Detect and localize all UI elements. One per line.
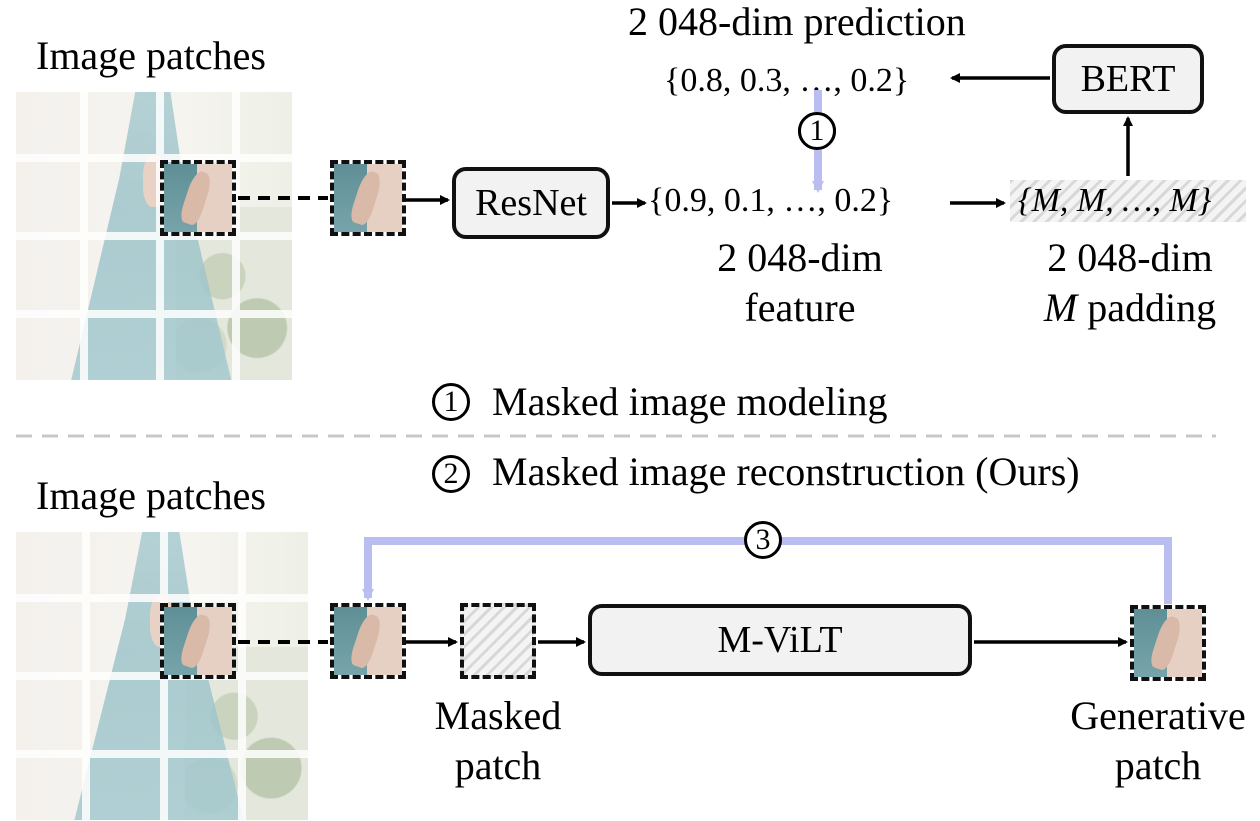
resnet-box: ResNet xyxy=(452,167,610,239)
masked-patch-label-line2: patch xyxy=(454,743,542,788)
legend-item2-text: Masked image reconstruction (Ours) xyxy=(492,449,1080,494)
prediction-label: 2 048-dim prediction xyxy=(628,0,966,44)
resnet-label: ResNet xyxy=(475,182,587,224)
mvilt-box: M-ViLT xyxy=(588,604,972,676)
bottom-image-patches-label: Image patches xyxy=(36,473,266,518)
legend-item1-number: 1 xyxy=(432,383,470,421)
masked-patch-label-line1: Masked xyxy=(434,693,562,738)
top-selected-patch xyxy=(160,160,236,236)
legend-item1-text: Masked image modeling xyxy=(492,379,888,424)
bottom-selected-patch xyxy=(160,603,236,679)
generative-patch-label-line2: patch xyxy=(1114,743,1202,788)
feature-vector: {0.9, 0.1, …, 0.2} xyxy=(648,182,894,219)
padding-label-rest: padding xyxy=(1077,285,1217,330)
padding-m-italic: M xyxy=(1043,285,1078,330)
feature-label-line2: feature xyxy=(744,285,856,330)
bottom-step-marker: 3 xyxy=(744,521,782,559)
masked-patch xyxy=(460,603,536,679)
bottom-extracted-patch xyxy=(330,603,406,679)
padding-hatch xyxy=(1010,180,1246,222)
bert-box: BERT xyxy=(1052,44,1204,114)
bert-label: BERT xyxy=(1080,58,1176,100)
prediction-vector: {0.8, 0.3, …, 0.2} xyxy=(664,62,910,99)
padding-label-line1: 2 048-dim xyxy=(1047,235,1213,280)
generative-patch xyxy=(1130,605,1206,681)
padding-vector: {M, M, …, M} xyxy=(1018,182,1212,219)
legend-item2-number: 2 xyxy=(432,455,470,493)
top-step-marker-overlay: 1 xyxy=(798,112,836,150)
mvilt-label: M-ViLT xyxy=(717,619,843,661)
generative-patch-label-line1: Generative xyxy=(1070,693,1246,738)
top-image-patches-label: Image patches xyxy=(36,33,266,78)
padding-label-line2: M padding xyxy=(1020,288,1240,328)
feature-label-line1: 2 048-dim xyxy=(717,235,883,280)
top-extracted-patch xyxy=(330,160,406,236)
top-image-grid xyxy=(16,92,292,380)
